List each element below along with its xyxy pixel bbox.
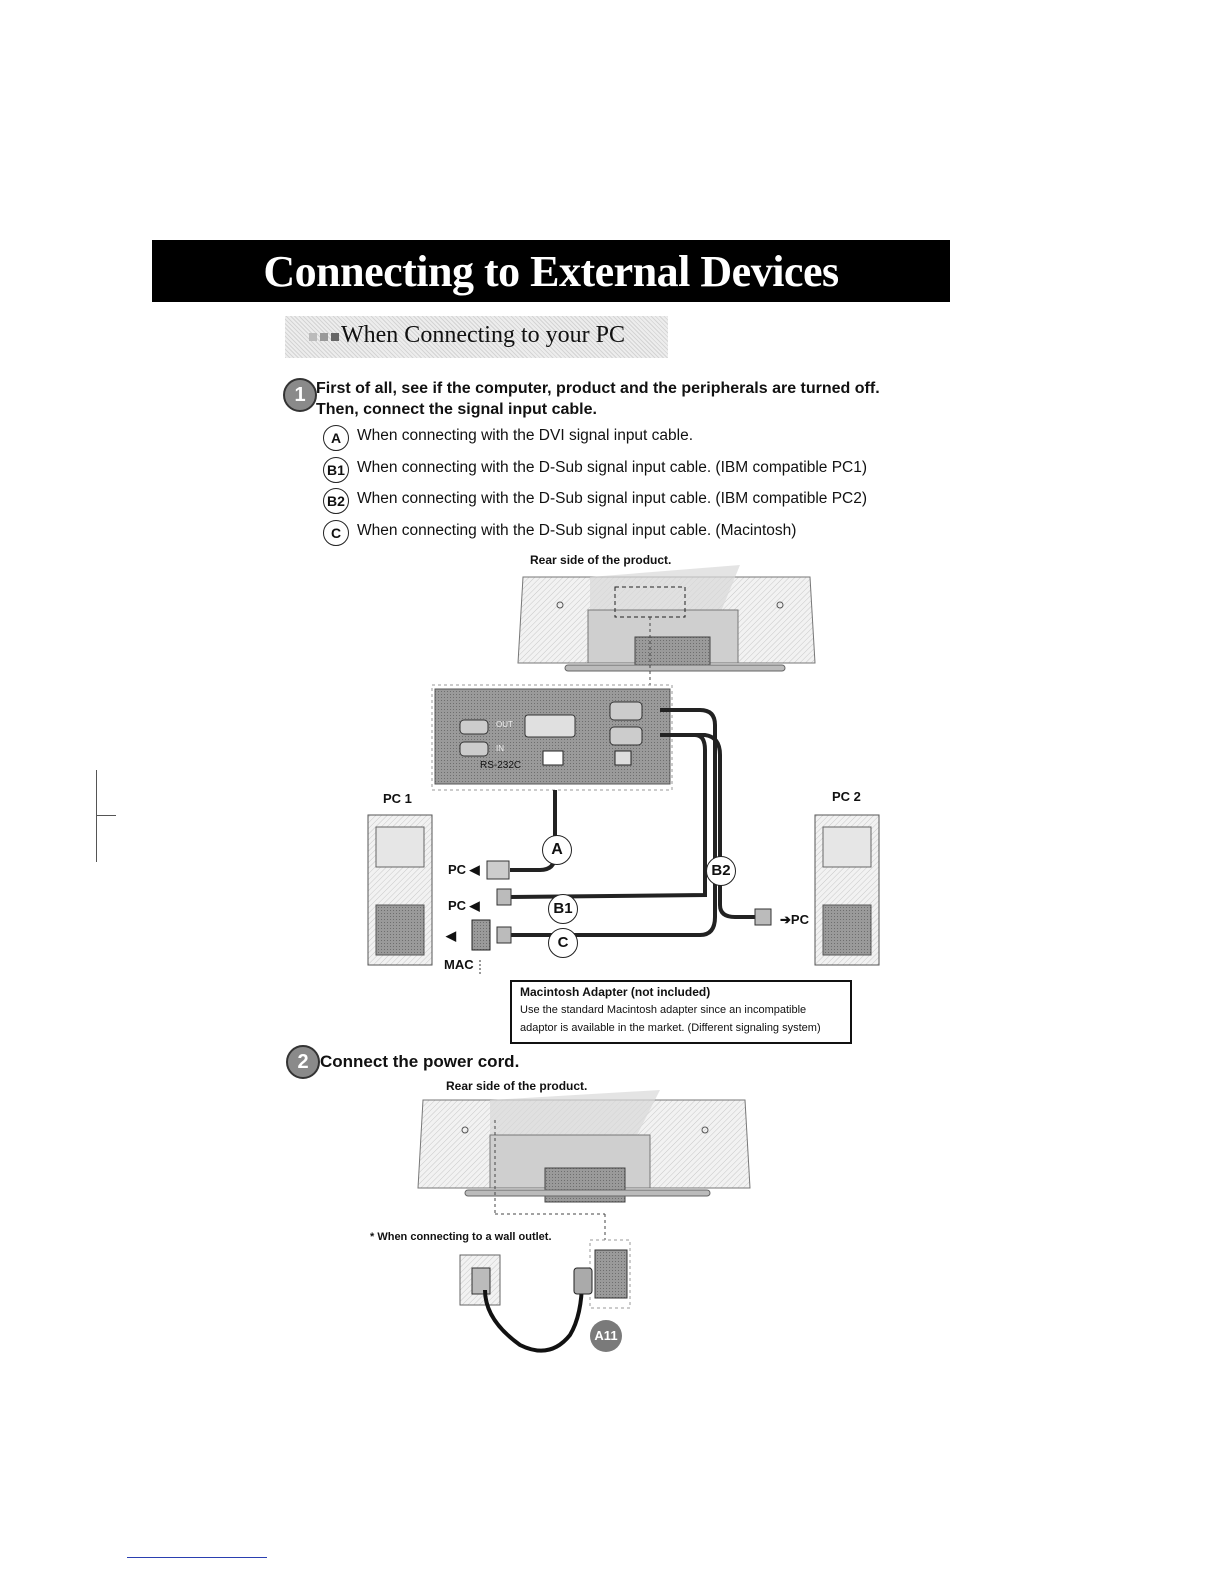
cable-b1-badge: B1 — [548, 894, 578, 924]
pc2-tower-icon — [814, 814, 880, 966]
footer-rule — [127, 1557, 267, 1558]
section-header: When Connecting to your PC — [285, 316, 668, 358]
connection-diagram — [367, 565, 880, 975]
note-title: Macintosh Adapter (not included) — [520, 985, 711, 999]
diagram-2-caption: Rear side of the product. — [446, 1079, 588, 1093]
pc-arrow-b2: ➔PC — [780, 912, 809, 927]
power-plug-icon — [573, 1267, 593, 1295]
page-number-badge: A11 — [590, 1320, 622, 1352]
mac-label: MAC — [444, 957, 474, 972]
step-2-text: Connect the power cord. — [320, 1052, 520, 1071]
port-in-label: IN — [496, 744, 504, 753]
step-2-badge: 2 — [286, 1045, 320, 1079]
pc1-tower-icon — [367, 814, 433, 966]
monitor-rear-icon — [517, 565, 816, 685]
pc-arrow-a: PC ◀ — [448, 862, 480, 877]
item-c-text: When connecting with the D-Sub signal in… — [357, 522, 797, 539]
badge-b2: B2 — [323, 488, 349, 514]
dsub-plug-b2-icon — [754, 908, 772, 926]
step-1-line-1: First of all, see if the computer, produ… — [316, 380, 880, 397]
section-bullet-icon — [309, 333, 342, 344]
wall-outlet-note: * When connecting to a wall outlet. — [370, 1231, 552, 1243]
badge-b1: B1 — [323, 457, 349, 483]
cable-b2-badge: B2 — [706, 856, 736, 886]
power-diagram — [417, 1090, 751, 1353]
pc-arrow-b1: PC ◀ — [448, 898, 480, 913]
badge-c: C — [323, 520, 349, 546]
item-b2-text: When connecting with the D-Sub signal in… — [357, 490, 868, 507]
cable-a-badge: A — [542, 835, 572, 865]
dsub-plug-c-icon — [496, 926, 512, 944]
rs232c-label: RS-232C — [480, 760, 522, 771]
note-line-1: Use the standard Macintosh adapter since… — [520, 1004, 807, 1016]
mac-adapter-note: Macintosh Adapter (not included) Use the… — [510, 980, 852, 1044]
power-cord-line — [483, 1279, 584, 1353]
note-body: Use the standard Macintosh adapter since… — [520, 1001, 846, 1037]
power-socket-icon — [589, 1239, 631, 1309]
port-out-label: OUT — [496, 720, 513, 729]
cable-c-badge: C — [548, 928, 578, 958]
binding-margin-tick — [96, 815, 116, 816]
badge-a: A — [323, 425, 349, 451]
step-1-line-2: Then, connect the signal input cable. — [316, 401, 597, 418]
item-b1-text: When connecting with the D-Sub signal in… — [357, 459, 868, 476]
note-line-2: adaptor is available in the market. (Dif… — [520, 1022, 821, 1034]
mac-adapter-icon — [471, 919, 491, 951]
diagram-1-caption: Rear side of the product. — [530, 553, 672, 567]
connector-panel-icon — [431, 684, 673, 791]
section-title: When Connecting to your PC — [341, 322, 625, 348]
item-a-text: When connecting with the DVI signal inpu… — [357, 427, 694, 444]
pc1-label: PC 1 — [383, 791, 412, 806]
wall-outlet-icon — [459, 1254, 501, 1306]
binding-margin-mark — [96, 770, 97, 862]
dsub-plug-b1-icon — [496, 888, 512, 906]
mac-arrow: ◀ — [446, 928, 456, 943]
monitor-rear-icon-2 — [417, 1090, 751, 1240]
step-1-text: First of all, see if the computer, produ… — [316, 378, 916, 420]
page-title: Connecting to External Devices — [263, 247, 839, 296]
dvi-plug-icon — [486, 860, 510, 880]
step-1-badge: 1 — [283, 378, 317, 412]
page-title-bar: Connecting to External Devices — [152, 240, 950, 302]
pc2-label: PC 2 — [832, 789, 861, 804]
